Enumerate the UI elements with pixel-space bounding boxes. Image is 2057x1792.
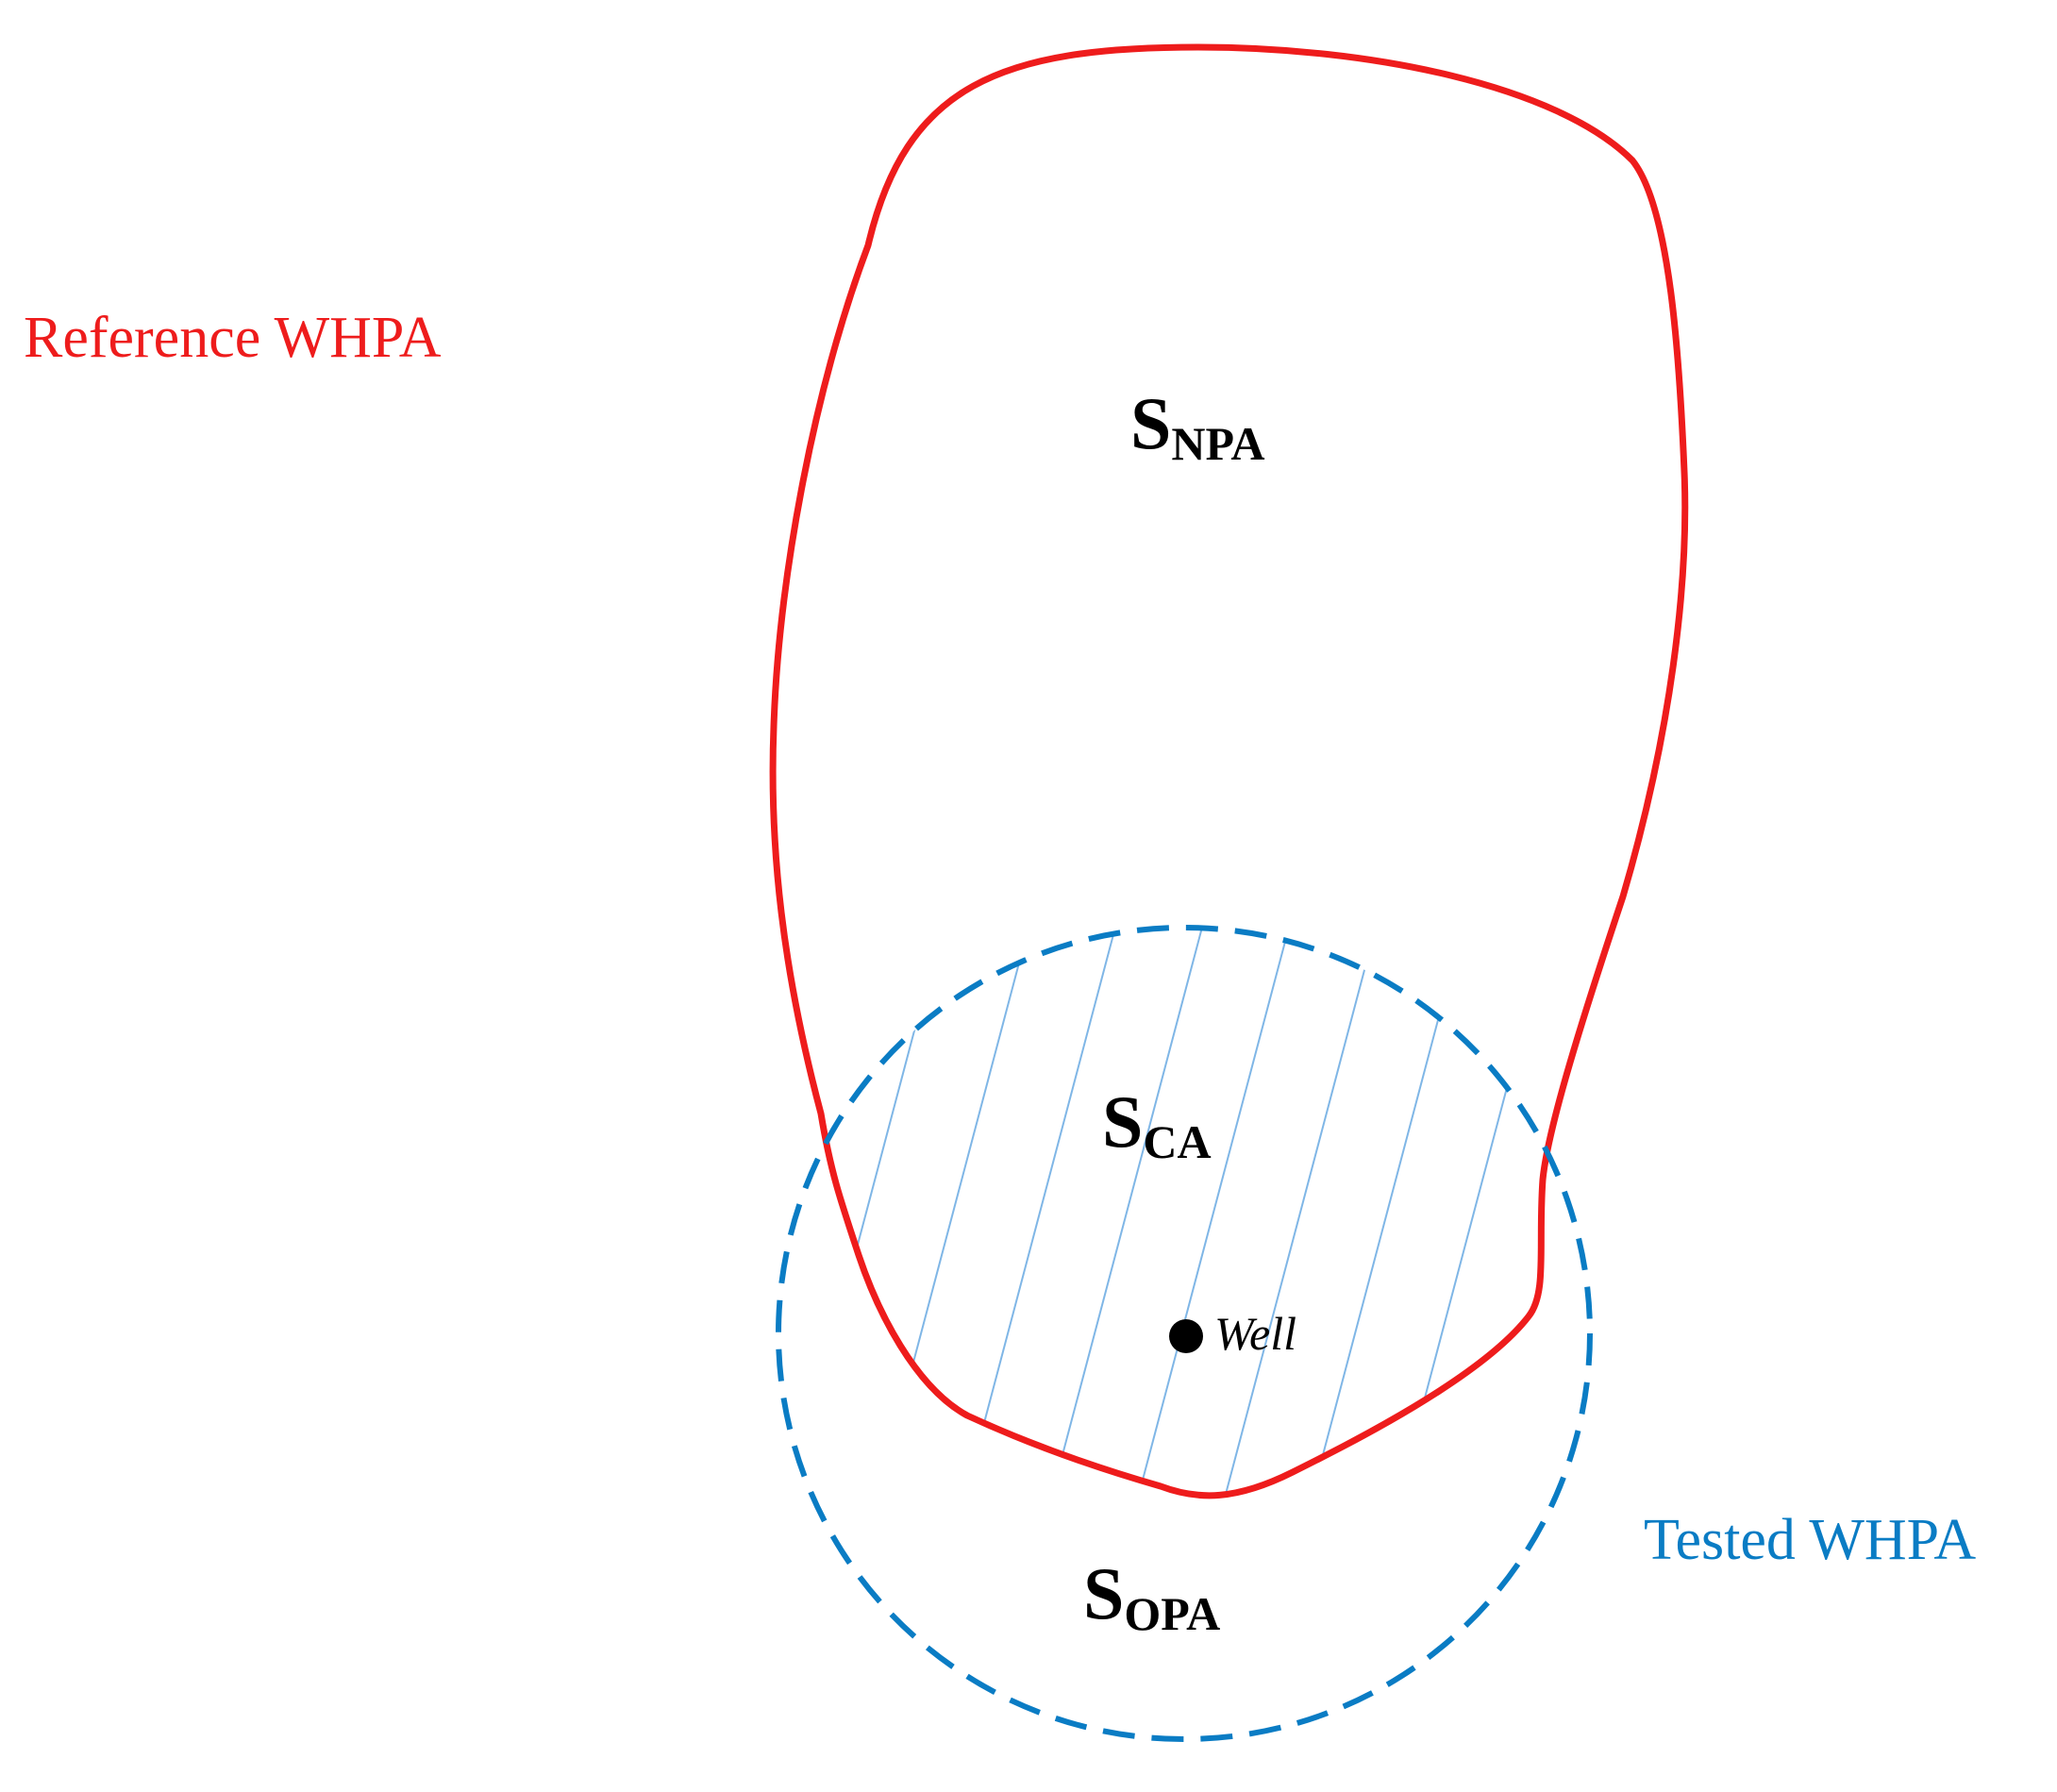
well-marker xyxy=(1169,1319,1203,1353)
hatch-line xyxy=(863,928,1035,1496)
opa-label-sub: OPA xyxy=(1124,1587,1220,1640)
hatch-line xyxy=(1297,928,1469,1496)
hatch-line xyxy=(1384,928,1556,1496)
hatch-line xyxy=(778,928,948,1496)
hatch-line xyxy=(604,906,774,1548)
npa-region-label: SNPA xyxy=(1130,382,1264,470)
hatch-line xyxy=(1211,928,1382,1496)
hatch-line xyxy=(778,928,861,1496)
opa-label-main: S xyxy=(1083,1552,1124,1634)
hatch-line xyxy=(1037,928,1209,1496)
tested-whpa-label: Tested WHPA xyxy=(1644,1508,1976,1572)
hatch-line xyxy=(1124,928,1296,1496)
ca-label-main: S xyxy=(1102,1080,1143,1163)
reference-whpa-label: Reference WHPA xyxy=(24,306,442,370)
ca-region-label: SCA xyxy=(1102,1080,1212,1168)
hatch-line xyxy=(1558,928,1590,1496)
hatch-line xyxy=(1646,906,1815,1548)
hatch-line xyxy=(950,928,1122,1496)
npa-label-sub: NPA xyxy=(1171,417,1264,470)
npa-label-main: S xyxy=(1130,382,1171,464)
reference-whpa-outline xyxy=(769,43,1689,1499)
ca-label-sub: CA xyxy=(1143,1115,1211,1168)
well-label: Well xyxy=(1214,1307,1296,1360)
hatch-line xyxy=(1732,906,1902,1548)
opa-region-label: SOPA xyxy=(1083,1552,1220,1640)
tested-whpa-outline xyxy=(776,925,1593,1742)
hatch-line xyxy=(1471,928,1590,1496)
